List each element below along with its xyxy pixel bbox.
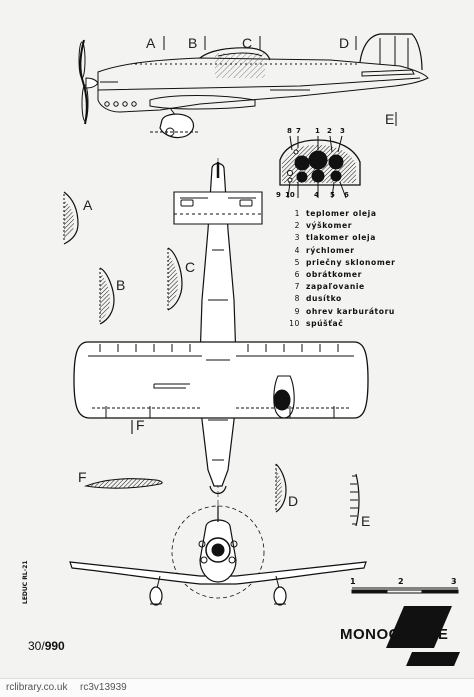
instrument-number: 7 [296,127,301,135]
instrument-number: 3 [340,127,345,135]
scale-label: 3 [451,577,457,586]
section-label-f-profile: F [78,469,87,485]
brand-name: MONOGRAFIE [340,626,449,643]
instrument-number: 8 [287,127,292,135]
footer-bar: rclibrary.co.uk rc3v13939 [0,678,474,697]
page-number-prefix: 30/ [28,639,45,653]
aircraft-designation-note: LEDUC RL-21 [22,560,29,604]
instrument-number: 4 [314,191,319,199]
top-view [73,158,369,516]
section-label-c-top: C [242,35,253,51]
instrument-number: 5 [330,191,335,199]
instrument-number: 9 [276,191,281,199]
section-label-d-top: D [339,35,350,51]
instrument-number: 1 [315,127,320,135]
instrument-panel [279,135,361,199]
section-label-f-wing-cut: F [136,417,145,433]
section-label-b-top: B [188,35,198,51]
instrument-number: 2 [327,127,332,135]
section-label-e-profile: E [361,513,371,529]
section-label-d-profile: D [288,493,299,509]
instrument-number: 10 [285,191,295,199]
page-number-value: 990 [44,639,65,653]
section-label-e-side: E [385,111,395,127]
side-view [78,33,429,139]
brand-logo-mark [386,606,460,666]
page-number: 30/990 [28,639,65,653]
section-label-a-top: A [146,35,156,51]
scale-label: 1 [350,577,356,586]
section-label-a-profile: A [83,197,93,213]
footer-site: rclibrary.co.uk [6,682,68,693]
section-label-c-profile: C [185,259,196,275]
section-profiles [63,191,360,527]
section-label-b-profile: B [116,277,126,293]
front-view [69,505,367,606]
footer-code: rc3v13939 [80,682,127,693]
scale-bar [351,587,459,594]
scale-label: 2 [398,577,404,586]
instrument-number: 6 [344,191,349,199]
